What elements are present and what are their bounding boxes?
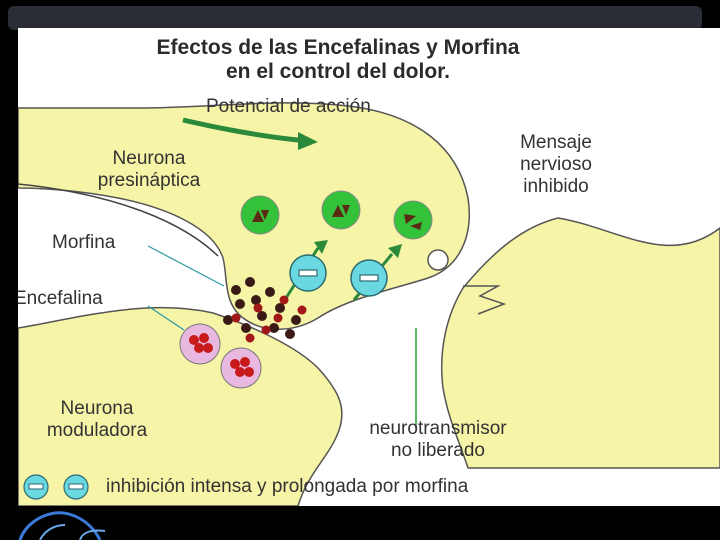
label-presynaptic: Neurona presináptica (97, 148, 201, 191)
legend-inhibitor-1 (23, 474, 49, 500)
inhibitor-cyan-2 (350, 259, 388, 297)
label-morphine: Morfina (52, 232, 116, 253)
modulatory-vesicle-1 (179, 323, 221, 365)
title-line-2: en el control del dolor. (225, 60, 451, 83)
label-action-potential: Potencial de acción (206, 96, 371, 117)
postsynaptic-neuron (440, 217, 720, 469)
modulatory-vesicle-2 (220, 347, 262, 389)
inhibitor-cyan-1 (289, 254, 327, 292)
window-top-bar (8, 6, 702, 30)
diagram-title: Efectos de las Encefalinas y Morfina en … (18, 36, 658, 84)
vesicle-green-3 (393, 200, 433, 240)
diagram-panel: Efectos de las Encefalinas y Morfina en … (18, 28, 720, 506)
legend-inhibitor-2 (63, 474, 89, 500)
label-message-inhibited: Mensaje nervioso inhibido (520, 132, 592, 197)
vesicle-green-1 (240, 195, 280, 235)
vesicle-green-2 (321, 190, 361, 230)
modulatory-neuron (18, 306, 343, 506)
legend-text: inhibición intensa y prolongada por morf… (106, 476, 469, 497)
skeleton-figure-icon (18, 511, 106, 540)
synapse-diagram (18, 102, 720, 506)
label-neurotransmitter: neurotransmisor no liberado (369, 418, 507, 461)
label-enkephalin: Encefalina (18, 288, 103, 309)
morphine-molecules (223, 277, 301, 339)
title-line-1: Efectos de las Encefalinas y Morfina (156, 36, 520, 59)
label-modulatory: Neurona moduladora (46, 398, 148, 441)
enkephalin-molecules (231, 295, 307, 343)
